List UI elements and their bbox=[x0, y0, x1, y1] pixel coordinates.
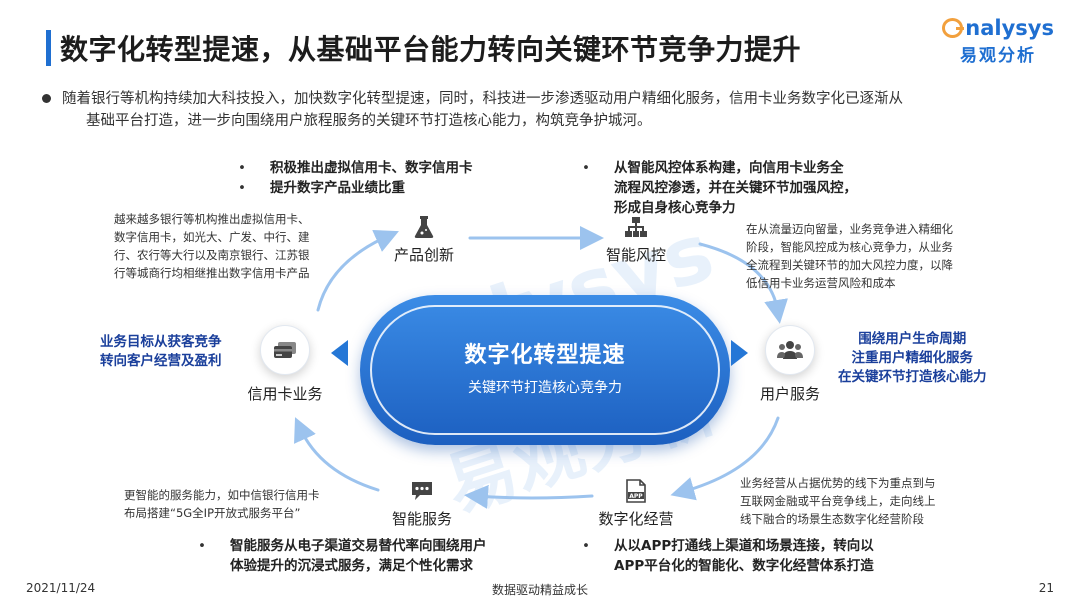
note-line: 在从流量迈向留量，业务竞争进入精细化 bbox=[746, 222, 953, 236]
intro-line-2: 基础平台打造，进一步向围绕用户旅程服务的关键环节打造核心能力，构筑竞争护城河。 bbox=[86, 113, 652, 129]
hub-arrow-left-icon bbox=[331, 340, 348, 366]
bullet-item: 智能服务从电子渠道交易替代率向围绕用户 bbox=[194, 536, 487, 556]
flask-icon bbox=[411, 214, 437, 240]
title-accent-bar bbox=[46, 30, 51, 66]
node-digital-ops: APP 数字化经营 bbox=[592, 478, 680, 529]
intro-line-1: 随着银行等机构持续加大科技投入，加快数字化转型提速，同时，科技进一步渗透驱动用户… bbox=[62, 91, 903, 107]
note-line: 布局搭建“5G全IP开放式服务平台” bbox=[124, 506, 301, 520]
node-user-service: 用户服务 bbox=[750, 325, 830, 404]
brand-logo: nalysys 易观分析 bbox=[942, 16, 1054, 72]
node-label: 智能风控 bbox=[605, 246, 666, 264]
note-line: 阶段，智能风控成为核心竞争力，从业务 bbox=[746, 240, 953, 254]
node-smart-service: 智能服务 bbox=[384, 478, 460, 529]
note-risk: 在从流量迈向留量，业务竞争进入精细化 阶段，智能风控成为核心竞争力，从业务 全流… bbox=[746, 220, 953, 292]
node-credit-card-business: 信用卡业务 bbox=[240, 325, 330, 404]
node-smart-risk: 智能风控 bbox=[598, 214, 674, 265]
bullet-continuation: APP平台化的智能化、数字化经营体系打造 bbox=[614, 558, 874, 574]
users-group-icon bbox=[765, 325, 815, 375]
bullets-ops: 从以APP打通线上渠道和场景连接，转向以 APP平台化的智能化、数字化经营体系打… bbox=[578, 536, 874, 576]
note-line: 线下融合的场景生态数字化经营阶段 bbox=[740, 512, 924, 526]
note-line: 低信用卡业务运营风险和成本 bbox=[746, 276, 896, 290]
bullets-product: 积极推出虚拟信用卡、数字信用卡 提升数字产品业绩比重 bbox=[234, 158, 473, 198]
footer-date: 2021/11/24 bbox=[26, 581, 96, 595]
hub-arrow-right-icon bbox=[731, 340, 748, 366]
arc-card-to-product bbox=[316, 229, 399, 312]
logo-a-mark-icon bbox=[942, 18, 965, 38]
node-label: 数字化经营 bbox=[598, 510, 674, 528]
bullet-dot-icon bbox=[42, 94, 51, 103]
note-line: 全流程到关键环节的加大风控力度，以降 bbox=[746, 258, 953, 272]
bullet-continuation: 体验提升的沉浸式服务，满足个性化需求 bbox=[230, 558, 473, 574]
note-line: 互联网金融或平台竞争线上，走向线上 bbox=[740, 494, 936, 508]
hub-subtitle: 关键环节打造核心竞争力 bbox=[468, 380, 622, 396]
note-line: 行、农行等大行以及南京银行、江苏银 bbox=[114, 248, 310, 262]
blue-note-line: 围绕用户生命周期 bbox=[858, 331, 967, 347]
hub-title: 数字化转型提速 bbox=[464, 343, 626, 368]
bullet-item: 提升数字产品业绩比重 bbox=[234, 178, 473, 198]
logo-en-text: nalysys bbox=[965, 16, 1054, 40]
note-line: 更智能的服务能力，如中信银行信用卡 bbox=[124, 488, 320, 502]
bullet-item: 从智能风控体系构建，向信用卡业务全 bbox=[578, 158, 857, 178]
bullet-item: 从以APP打通线上渠道和场景连接，转向以 bbox=[578, 536, 874, 556]
note-line: 越来越多银行等机构推出虚拟信用卡、 bbox=[114, 212, 310, 226]
page-title: 数字化转型提速，从基础平台能力转向关键环节竞争力提升 bbox=[60, 33, 802, 66]
note-ops: 业务经营从占据优势的线下为重点到与 互联网金融或平台竞争线上，走向线上 线下融合… bbox=[740, 474, 936, 528]
node-label: 智能服务 bbox=[391, 510, 452, 528]
bullet-continuation: 形成自身核心竞争力 bbox=[614, 200, 736, 216]
page-number: 21 bbox=[1038, 581, 1054, 595]
svg-text:APP: APP bbox=[629, 493, 643, 500]
node-product-innovation: 产品创新 bbox=[386, 214, 462, 265]
bullets-service: 智能服务从电子渠道交易替代率向围绕用户 体验提升的沉浸式服务，满足个性化需求 bbox=[194, 536, 487, 576]
note-product: 越来越多银行等机构推出虚拟信用卡、 数字信用卡，如光大、广发、中行、建 行、农行… bbox=[114, 210, 310, 282]
bullet-continuation: 流程风控渗透，并在关键环节加强风控， bbox=[614, 180, 857, 196]
node-label: 信用卡业务 bbox=[247, 385, 323, 403]
hub-inner-ring bbox=[370, 305, 720, 435]
blue-note-line: 业务目标从获客竞争 bbox=[100, 334, 222, 350]
central-hub: 数字化转型提速 关键环节打造核心竞争力 bbox=[360, 295, 730, 445]
logo-wordmark: nalysys bbox=[942, 16, 1054, 40]
footer-slogan: 数据驱动精益成长 bbox=[491, 583, 588, 597]
node-label: 用户服务 bbox=[759, 385, 820, 403]
app-file-icon: APP bbox=[623, 478, 649, 504]
credit-cards-icon bbox=[260, 325, 310, 375]
logo-cn-text: 易观分析 bbox=[960, 46, 1036, 66]
network-icon bbox=[623, 214, 649, 240]
blue-note-line: 在关键环节打造核心能力 bbox=[838, 369, 987, 385]
blue-note-line: 转向客户经营及盈利 bbox=[100, 353, 222, 369]
blue-note-line: 注重用户精细化服务 bbox=[851, 350, 974, 366]
bullets-risk: 从智能风控体系构建，向信用卡业务全 流程风控渗透，并在关键环节加强风控， 形成自… bbox=[578, 158, 857, 218]
note-line: 数字信用卡，如光大、广发、中行、建 bbox=[114, 230, 310, 244]
intro-paragraph: 随着银行等机构持续加大科技投入，加快数字化转型提速，同时，科技进一步渗透驱动用户… bbox=[42, 88, 1022, 132]
node-label: 产品创新 bbox=[393, 246, 454, 264]
blue-note-right: 围绕用户生命周期 注重用户精细化服务 在关键环节打造核心能力 bbox=[838, 330, 987, 387]
bullet-item: 积极推出虚拟信用卡、数字信用卡 bbox=[234, 158, 473, 178]
blue-note-left: 业务目标从获客竞争 转向客户经营及盈利 bbox=[100, 333, 222, 371]
note-line: 行等城商行均相继推出数字信用卡产品 bbox=[114, 266, 310, 280]
note-line: 业务经营从占据优势的线下为重点到与 bbox=[740, 476, 936, 490]
arc-service-to-card bbox=[294, 417, 380, 492]
note-service: 更智能的服务能力，如中信银行信用卡 布局搭建“5G全IP开放式服务平台” bbox=[124, 486, 320, 522]
chat-bubble-icon bbox=[409, 478, 435, 504]
